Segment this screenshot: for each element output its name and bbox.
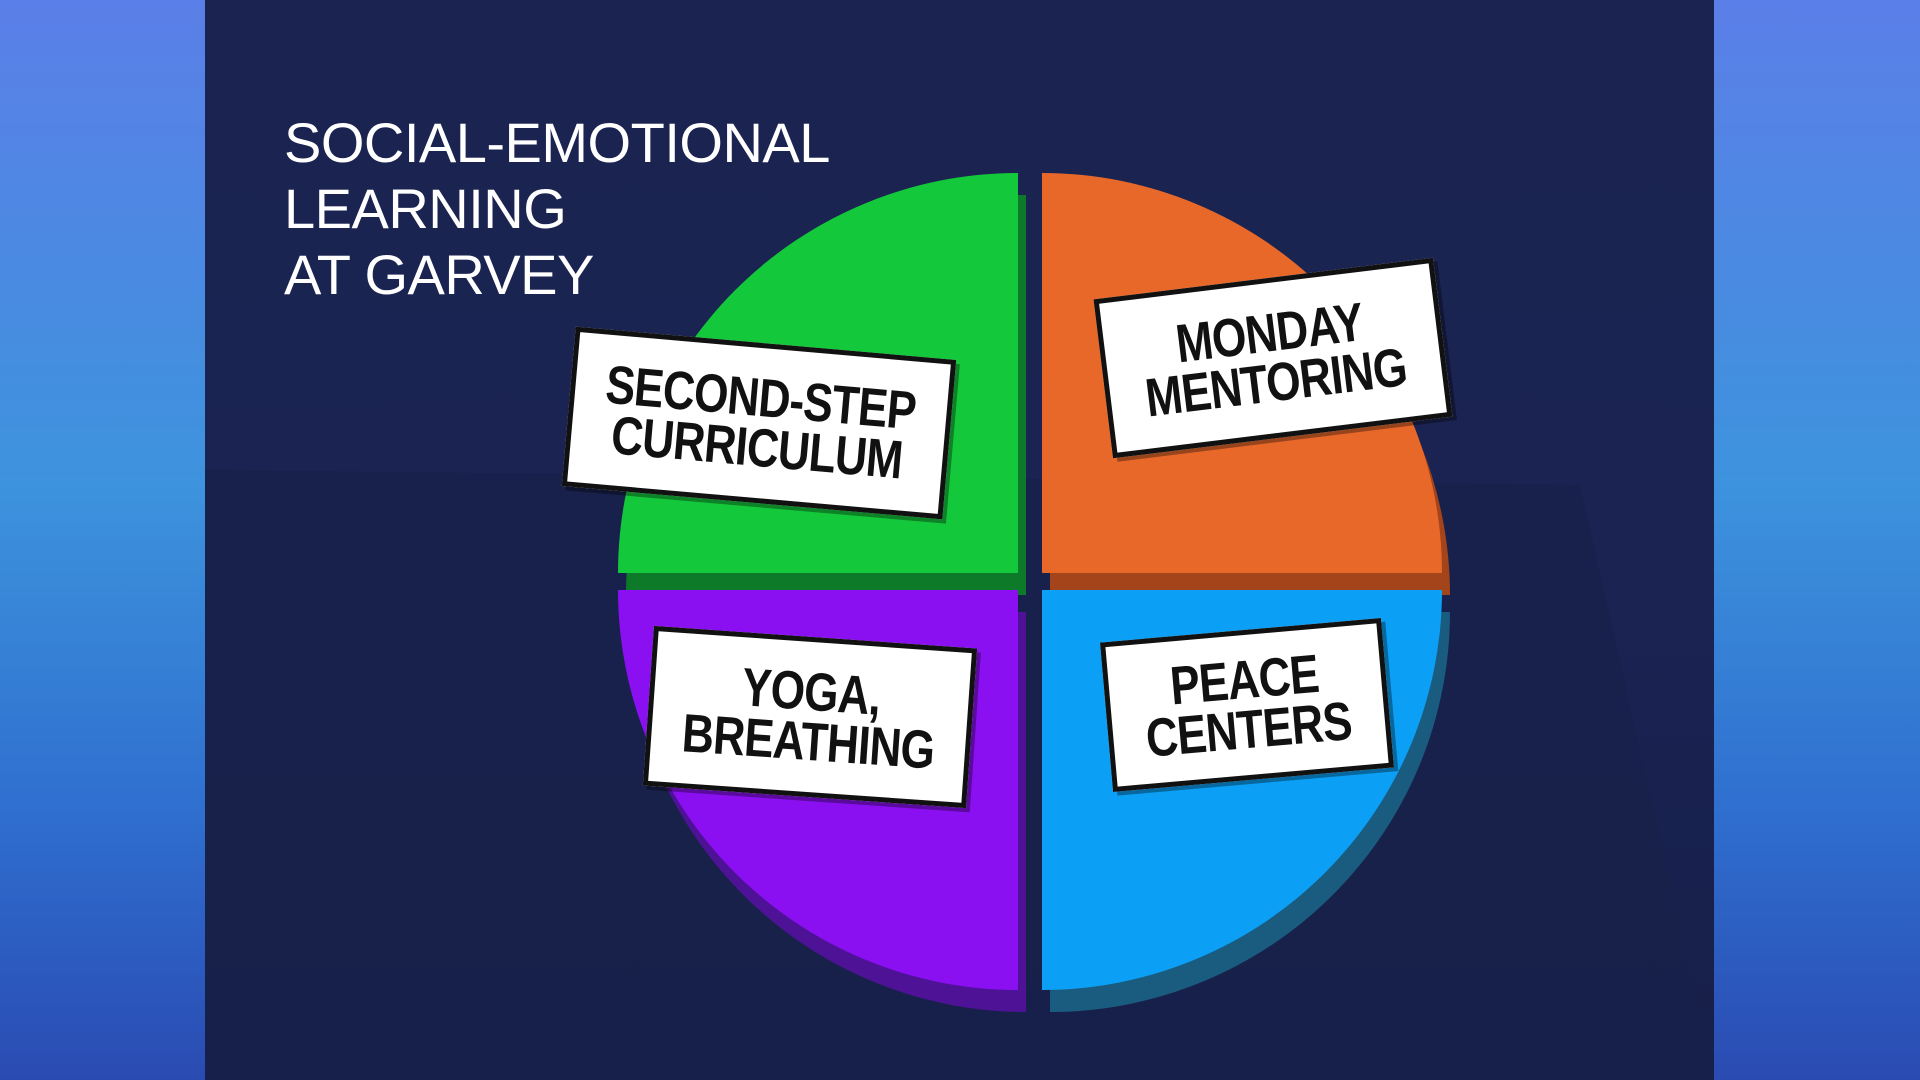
slice-label-line: CENTERS [1144, 691, 1355, 769]
slice-label-line: BREATHING [680, 703, 937, 781]
left-wall-backdrop [0, 0, 205, 1080]
chart-title-line-1: SOCIAL-EMOTIONAL [284, 111, 830, 174]
chart-title-line-3: AT GARVEY [284, 243, 594, 306]
slice-label-yoga-breathing: YOGA,BREATHING [642, 625, 978, 809]
right-wall-backdrop [1714, 0, 1920, 1080]
chart-title-line-2: LEARNING [284, 177, 567, 240]
chart-title: SOCIAL-EMOTIONAL LEARNING AT GARVEY [284, 110, 904, 308]
